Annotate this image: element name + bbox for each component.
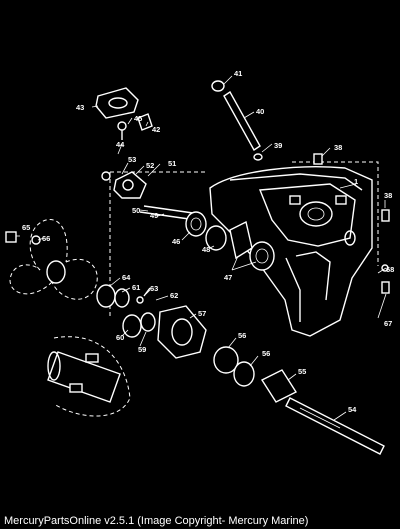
gear-set <box>185 211 275 271</box>
callout-40: 40 <box>256 107 264 116</box>
callout-38-right: 38 <box>384 191 392 200</box>
bearing-carrier-part-57 <box>96 284 255 387</box>
callout-65: 65 <box>22 223 30 232</box>
callout-63: 63 <box>150 284 158 293</box>
callout-45: 45 <box>134 114 142 123</box>
callout-62: 62 <box>170 291 178 300</box>
gear-housing-part-1 <box>209 166 373 337</box>
callout-64: 64 <box>122 273 131 282</box>
callout-56-lower: 56 <box>262 349 270 358</box>
callout-59: 59 <box>138 345 146 354</box>
callout-1: 1 <box>354 177 358 186</box>
callout-labels: 1 38 38 39 40 41 42 43 44 45 46 47 48 49… <box>22 69 394 414</box>
callout-41: 41 <box>234 69 242 78</box>
callout-57: 57 <box>198 309 206 318</box>
callout-51: 51 <box>168 159 176 168</box>
callout-50: 50 <box>132 206 140 215</box>
callout-68: 68 <box>386 265 394 274</box>
exploded-parts-diagram: 1 38 38 39 40 41 42 43 44 45 46 47 48 49… <box>5 69 394 455</box>
tube-part-40 <box>211 80 263 161</box>
copyright-caption: MercuryPartsOnline v2.5.1 (Image Copyrig… <box>4 515 309 527</box>
callout-54: 54 <box>348 405 357 414</box>
inset-detail <box>47 336 131 417</box>
callout-49: 49 <box>150 211 158 220</box>
callout-55: 55 <box>298 367 306 376</box>
upper-left-parts <box>95 87 153 140</box>
leader-lines <box>16 75 387 421</box>
callout-44: 44 <box>116 140 125 149</box>
callout-52: 52 <box>146 161 154 170</box>
callout-53: 53 <box>128 155 136 164</box>
driveshaft-part-54 <box>260 369 385 455</box>
shift-parts <box>101 171 201 221</box>
fitting-parts-38 <box>313 153 390 294</box>
callout-61: 61 <box>132 283 140 292</box>
callout-42: 42 <box>152 125 160 134</box>
callout-66: 66 <box>42 234 50 243</box>
callout-48: 48 <box>202 245 210 254</box>
callout-67: 67 <box>384 319 392 328</box>
callout-60: 60 <box>116 333 124 342</box>
callout-38-top: 38 <box>334 143 342 152</box>
callout-56-upper: 56 <box>238 331 246 340</box>
callout-47: 47 <box>224 273 232 282</box>
callout-46: 46 <box>172 237 180 246</box>
propeller-outline <box>5 219 98 300</box>
callout-39: 39 <box>274 141 282 150</box>
callout-43: 43 <box>76 103 84 112</box>
